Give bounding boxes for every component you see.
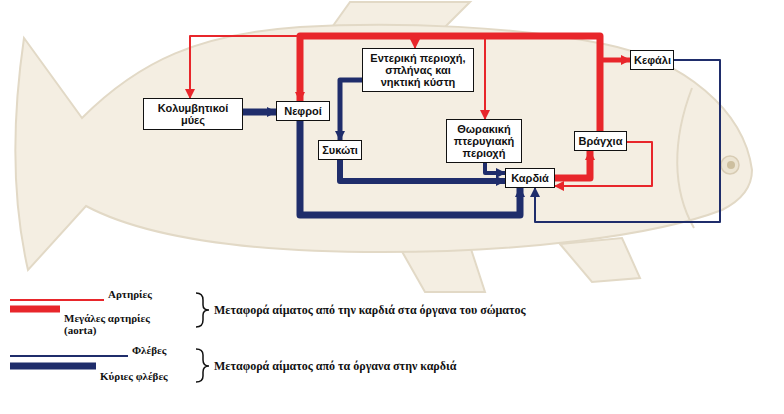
vein-connector (243, 109, 276, 116)
artery-connector (485, 36, 600, 131)
legend-text: Κύριες φλέβες (100, 370, 200, 382)
vein-connector (340, 80, 362, 140)
organ-label: Βράγχια (578, 135, 623, 147)
artery-connector (600, 60, 630, 131)
organ-label: Καρδιά (509, 172, 551, 184)
artery-connector (555, 151, 590, 178)
organ-box: Κεφάλι (630, 50, 674, 70)
organ-box: Θωρακική πτερυγιακή περιοχή (446, 119, 522, 163)
organ-box: Βράγχια (574, 131, 627, 151)
legend-text: Μεγάλες αρτηρίες (aorta) (64, 312, 164, 336)
organ-box: Εντερική περιοχή, σπλήνας και νηκτική κύ… (362, 48, 474, 92)
organ-label: Συκώτι (322, 144, 358, 156)
artery-connector (300, 36, 600, 131)
organ-label: Κολυμβητικοί μύες (147, 102, 239, 126)
vein-connector (300, 121, 520, 215)
organ-box: Κολυμβητικοί μύες (143, 98, 243, 130)
artery-connector (190, 36, 600, 131)
legend-text: Αρτηρίες (108, 288, 188, 300)
organ-label: Εντερική περιοχή, σπλήνας και νηκτική κύ… (366, 52, 470, 88)
legend-bracket-note: Μεταφορά αίματος από τα όργανα στην καρδ… (214, 360, 456, 372)
organ-box: Καρδιά (505, 168, 555, 188)
vein-connector (340, 160, 505, 181)
vein-connector (485, 163, 505, 173)
legend-text: Φλέβες (132, 344, 212, 356)
legend-bracket-note: Μεταφορά αίματος από την καρδιά στα όργα… (214, 304, 526, 316)
vein-connector (535, 60, 720, 222)
organ-label: Νεφροί (280, 105, 326, 117)
organ-label: Κεφάλι (634, 54, 670, 66)
organ-box: Νεφροί (276, 101, 330, 121)
organ-label: Θωρακική πτερυγιακή περιοχή (450, 123, 518, 159)
organ-box: Συκώτι (318, 140, 362, 160)
